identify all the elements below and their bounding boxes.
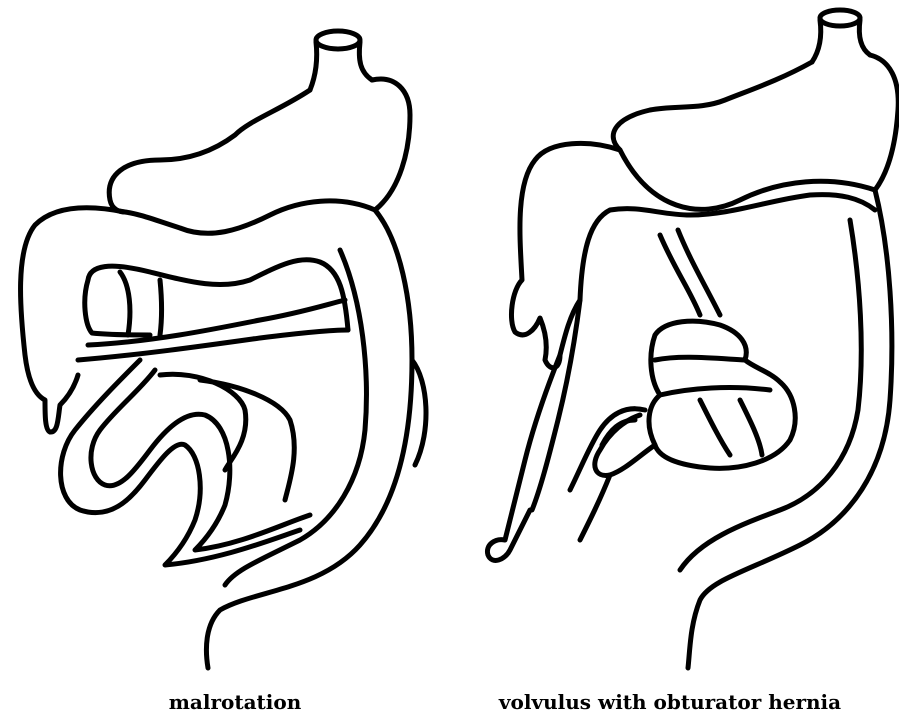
volvulus-diagram xyxy=(450,0,899,680)
small-bowel-tube xyxy=(78,300,348,360)
small-bowel-loops xyxy=(61,360,310,565)
malrotation-diagram xyxy=(0,0,450,680)
stomach xyxy=(109,79,410,212)
twisted-bowel xyxy=(660,230,720,315)
descending-colon xyxy=(680,190,892,668)
colon-inner-loop xyxy=(85,260,348,335)
esophagus-opening xyxy=(316,31,360,49)
caption-malrotation: malrotation xyxy=(150,690,320,714)
esophagus-opening xyxy=(820,10,860,26)
colon-inner-edge xyxy=(580,195,875,300)
caption-volvulus: volvulus with obturator hernia xyxy=(470,690,870,714)
obturator-hernia xyxy=(580,415,655,540)
descending-colon xyxy=(206,210,412,668)
cecum xyxy=(120,272,162,335)
stomach xyxy=(613,55,898,190)
transverse-colon xyxy=(21,201,375,432)
volvulus-mass xyxy=(649,321,795,468)
transverse-colon xyxy=(511,143,875,367)
